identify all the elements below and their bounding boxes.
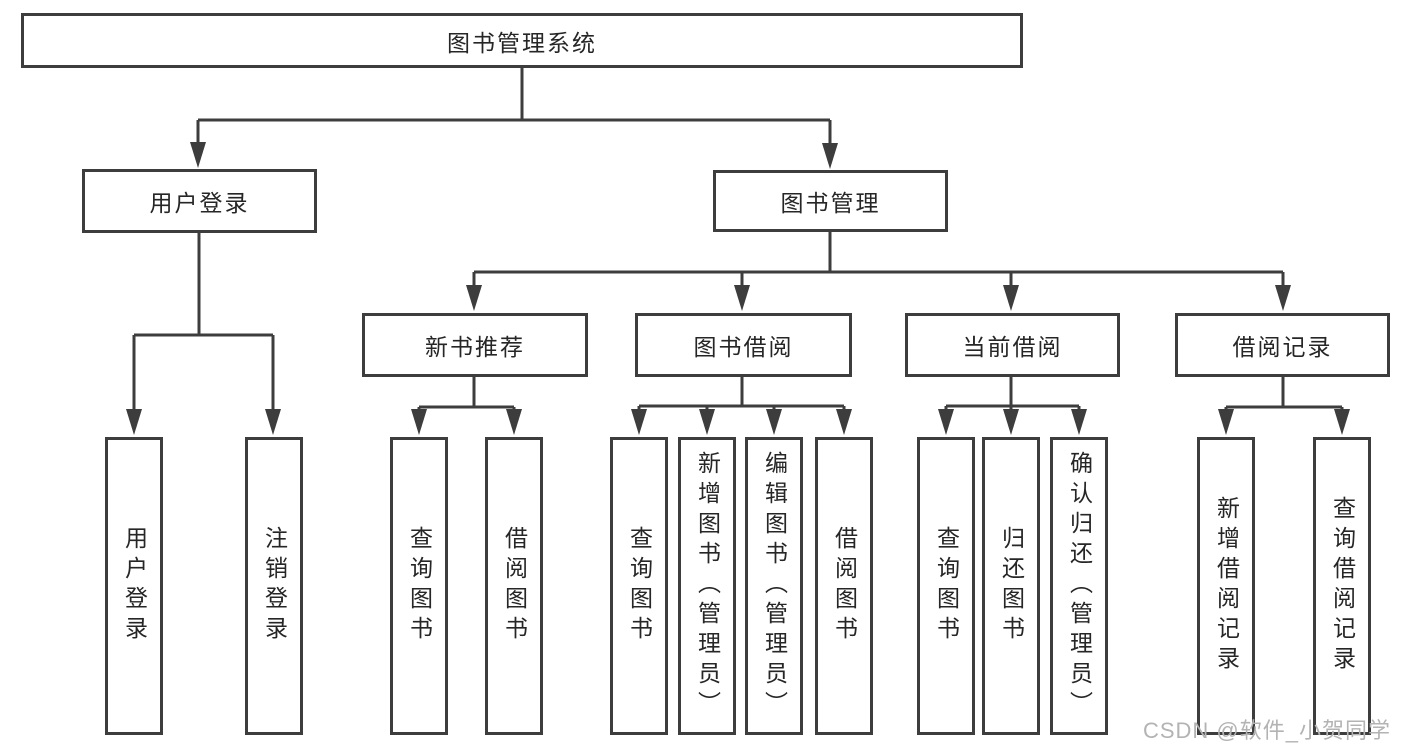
leaf-borrow-books-recommend: 借阅图书	[485, 437, 543, 735]
leaf-query-books-current-label: 查询图书	[933, 526, 960, 646]
root-node-label: 图书管理系统	[447, 29, 597, 56]
leaf-add-book-admin-label: 新增图书（管理员）	[694, 451, 721, 721]
node-new-book-recommendation: 新书推荐	[362, 313, 588, 377]
node-book-borrowing-label: 图书借阅	[693, 334, 794, 360]
leaf-edit-book-admin-label: 编辑图书（管理员）	[761, 451, 788, 721]
leaf-add-book-admin: 新增图书（管理员）	[678, 437, 736, 735]
leaf-borrow-books-recommend-label: 借阅图书	[501, 526, 528, 646]
leaf-query-borrow-record-label: 查询借阅记录	[1329, 496, 1356, 676]
node-borrowing-records: 借阅记录	[1175, 313, 1390, 377]
connector-new-book-children	[411, 377, 522, 435]
leaf-query-books-borrowing: 查询图书	[610, 437, 668, 735]
leaf-return-books: 归还图书	[982, 437, 1040, 735]
leaf-query-books-recommend-label: 查询图书	[406, 526, 433, 646]
connector-root-to-level2	[190, 68, 838, 169]
leaf-borrow-books-borrowing-label: 借阅图书	[831, 526, 858, 646]
connector-current-borrowing-children	[938, 377, 1087, 435]
node-current-borrowing-label: 当前借阅	[962, 334, 1063, 360]
leaf-logout: 注销登录	[245, 437, 303, 735]
node-book-borrowing: 图书借阅	[635, 313, 852, 377]
leaf-query-books-current: 查询图书	[917, 437, 975, 735]
leaf-user-login-label: 用户登录	[121, 526, 148, 646]
leaf-query-books-recommend: 查询图书	[390, 437, 448, 735]
node-borrowing-records-label: 借阅记录	[1232, 334, 1333, 360]
connector-borrowing-records-children	[1218, 377, 1350, 435]
leaf-edit-book-admin: 编辑图书（管理员）	[745, 437, 803, 735]
node-user-login: 用户登录	[82, 169, 317, 233]
connector-user-login-children	[126, 233, 281, 435]
root-node: 图书管理系统	[21, 13, 1023, 68]
connector-book-borrowing-children	[631, 377, 852, 435]
leaf-add-borrow-record: 新增借阅记录	[1197, 437, 1255, 735]
leaf-user-login: 用户登录	[105, 437, 163, 735]
leaf-query-books-borrowing-label: 查询图书	[626, 526, 653, 646]
node-book-management: 图书管理	[713, 170, 948, 232]
leaf-borrow-books-borrowing: 借阅图书	[815, 437, 873, 735]
watermark: CSDN @软件_小贺同学	[1142, 718, 1391, 743]
node-user-login-label: 用户登录	[149, 190, 250, 216]
leaf-confirm-return-admin-label: 确认归还（管理员）	[1066, 451, 1093, 721]
leaf-confirm-return-admin: 确认归还（管理员）	[1050, 437, 1108, 735]
leaf-logout-label: 注销登录	[261, 526, 288, 646]
node-current-borrowing: 当前借阅	[905, 313, 1120, 377]
leaf-query-borrow-record: 查询借阅记录	[1313, 437, 1371, 735]
leaf-return-books-label: 归还图书	[998, 526, 1025, 646]
connector-book-management-children	[466, 232, 1291, 311]
leaf-add-borrow-record-label: 新增借阅记录	[1213, 496, 1240, 676]
node-new-book-recommendation-label: 新书推荐	[425, 334, 525, 360]
node-book-management-label: 图书管理	[780, 190, 881, 216]
